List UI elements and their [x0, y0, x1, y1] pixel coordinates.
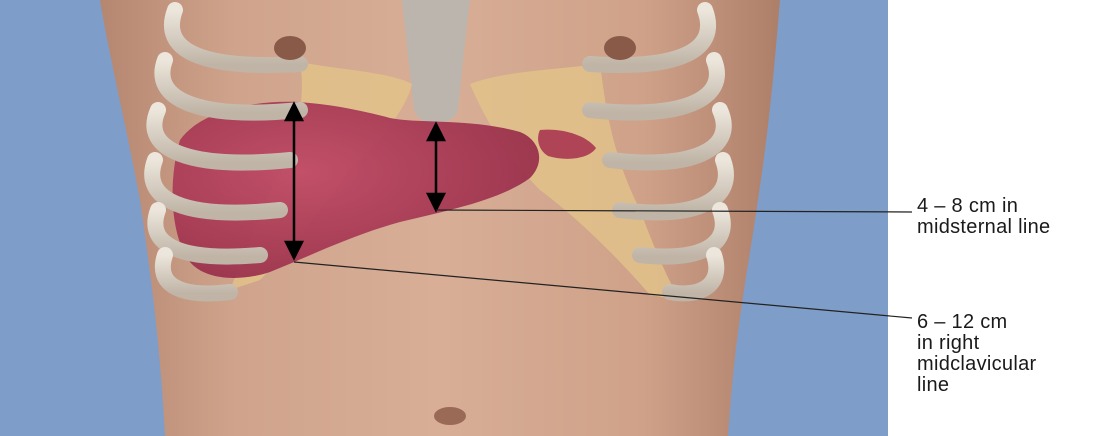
- navel: [434, 407, 466, 425]
- midclavicular-label-line3: midclavicular: [917, 354, 1037, 375]
- midclavicular-label: 6 – 12 cm in right midclavicular line: [917, 312, 1037, 396]
- midclavicular-label-line2: in right: [917, 333, 1037, 354]
- midsternal-label-line2: midsternal line: [917, 217, 1050, 238]
- midsternal-label-line1: 4 – 8 cm in: [917, 196, 1050, 217]
- nipple-left: [604, 36, 636, 60]
- nipple-right: [274, 36, 306, 60]
- midsternal-label: 4 – 8 cm in midsternal line: [917, 196, 1050, 238]
- midclavicular-label-line4: line: [917, 375, 1037, 396]
- midclavicular-label-line1: 6 – 12 cm: [917, 312, 1037, 333]
